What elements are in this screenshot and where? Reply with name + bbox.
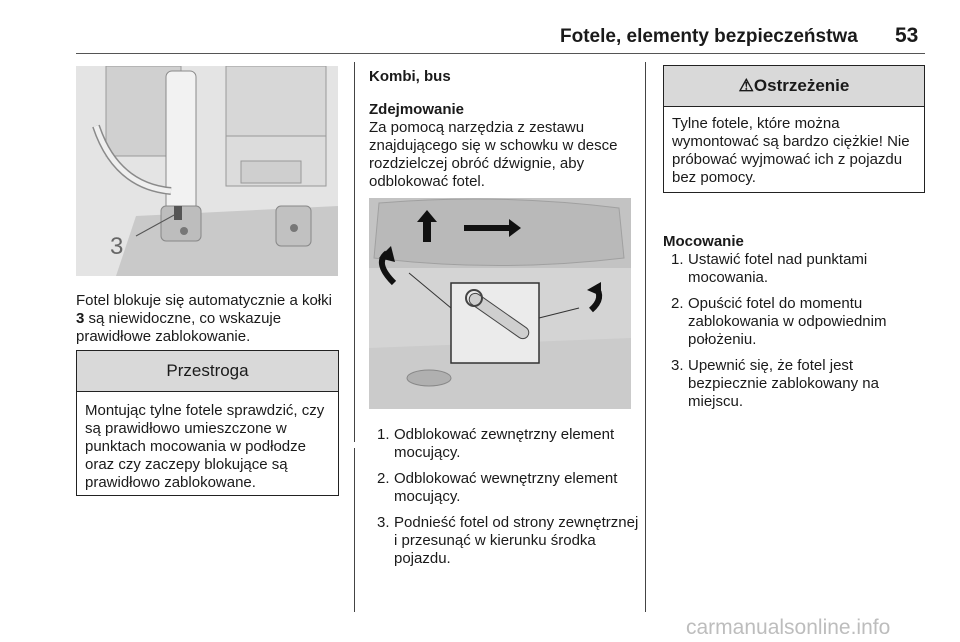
- step-text: Odblokować wewnętrzny element mocujący.: [394, 470, 618, 505]
- paragraph-text: są niewidoczne, co wskazuje prawidłowe z…: [76, 310, 282, 345]
- caution-body: Montując tylne fotele sprawdzić, czy są …: [85, 402, 325, 491]
- paragraph-text: Fotel blokuje się automatycznie a kołki: [76, 292, 332, 309]
- warning-triangle-icon: ⚠: [738, 76, 754, 95]
- list-item: 2.Odblokować wewnętrzny element mocujący…: [369, 470, 639, 506]
- warning-heading: ⚠Ostrzeżenie: [664, 66, 924, 107]
- column-divider: [645, 62, 646, 612]
- caution-box: Przestroga Montując tylne fotele sprawdz…: [76, 350, 339, 496]
- curved-arrow-icon: [587, 282, 603, 313]
- subsection-heading: Zdejmowanie: [369, 101, 465, 118]
- page-number: 53: [895, 24, 919, 47]
- header-divider: [76, 53, 925, 54]
- step-number: 2.: [377, 470, 390, 487]
- step-number: 3.: [377, 514, 390, 531]
- figure-callout-number: 3: [110, 233, 123, 260]
- step-text: Podnieść fotel od strony zewnętrznej i p…: [394, 514, 639, 567]
- caution-heading: Przestroga: [77, 351, 338, 392]
- removal-paragraph: Za pomocą narzędzia z zestawu znajdujące…: [369, 119, 618, 190]
- section-heading: Kombi, bus: [369, 68, 451, 85]
- step-text: Odblokować zewnętrzny element mocujący.: [394, 426, 615, 461]
- seat-release-illustration: [369, 198, 631, 409]
- step-number: 2.: [671, 295, 684, 312]
- paragraph-bold-ref: 3: [76, 310, 85, 327]
- curved-arrow-icon: [378, 246, 397, 286]
- tool-icon: [465, 289, 530, 340]
- warning-box: ⚠Ostrzeżenie Tylne fotele, które można w…: [663, 65, 925, 193]
- step-text: Ustawić fotel nad punktami mocowania.: [688, 251, 868, 286]
- warning-body: Tylne fotele, które można wymontować są …: [672, 115, 910, 186]
- mounting-steps: 1.Ustawić fotel nad punktami mocowania. …: [663, 251, 928, 419]
- step-number: 1.: [671, 251, 684, 268]
- watermark: carmanualsonline.info: [686, 616, 891, 639]
- subsection-heading: Mocowanie: [663, 233, 744, 250]
- column-divider: [354, 62, 355, 442]
- list-item: 1.Odblokować zewnętrzny element mocujący…: [369, 426, 639, 462]
- seat-pins-illustration: 3: [76, 65, 338, 276]
- list-item: 3.Podnieść fotel od strony zewnętrznej i…: [369, 514, 639, 568]
- page-title: Fotele, elementy bezpieczeństwa: [560, 26, 858, 47]
- step-text: Upewnić się, że fotel jest bezpiecznie z…: [688, 357, 879, 410]
- arrow-up-icon: [417, 210, 437, 242]
- warning-heading-text: Ostrzeżenie: [753, 76, 850, 95]
- seat-lock-paragraph: Fotel blokuje się automatycznie a kołki …: [76, 292, 344, 346]
- removal-steps: 1.Odblokować zewnętrzny element mocujący…: [369, 426, 639, 576]
- list-item: 3.Upewnić się, że fotel jest bezpiecznie…: [663, 357, 928, 411]
- step-number: 1.: [377, 426, 390, 443]
- column-divider: [354, 448, 355, 612]
- step-text: Opuścić fotel do momentu zablokowania w …: [688, 295, 887, 348]
- list-item: 1.Ustawić fotel nad punktami mocowania.: [663, 251, 928, 287]
- arrow-right-icon: [464, 219, 521, 237]
- list-item: 2.Opuścić fotel do momentu zablokowania …: [663, 295, 928, 349]
- step-number: 3.: [671, 357, 684, 374]
